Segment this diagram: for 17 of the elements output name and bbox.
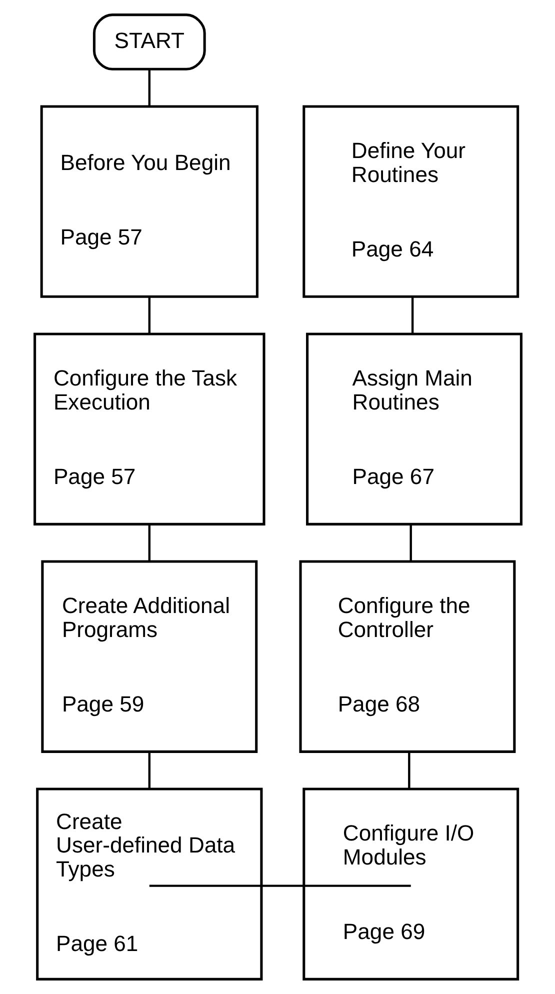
node-box: Create Additional Programs Page 59 [40, 560, 258, 753]
connector [148, 296, 150, 334]
node-box: Configure the Controller Page 68 [298, 560, 516, 753]
connector [410, 297, 414, 334]
node-box: Before You Begin Page 57 [40, 105, 258, 298]
connector [148, 524, 150, 562]
node-box: START [92, 14, 206, 70]
node-box: Assign Main Routines Page 67 [306, 332, 522, 526]
node-box: Configure the Task Execution Page 57 [33, 332, 265, 526]
connector [408, 752, 410, 789]
connector [148, 752, 150, 789]
connector [148, 70, 150, 106]
connector [409, 524, 412, 562]
node-box: Configure I/O Modules Page 69 [302, 788, 519, 980]
connector [148, 884, 410, 887]
node-box: Define Your Routines Page 64 [302, 105, 519, 298]
node-box: Create User-defined Data Types Page 61 [36, 788, 262, 980]
